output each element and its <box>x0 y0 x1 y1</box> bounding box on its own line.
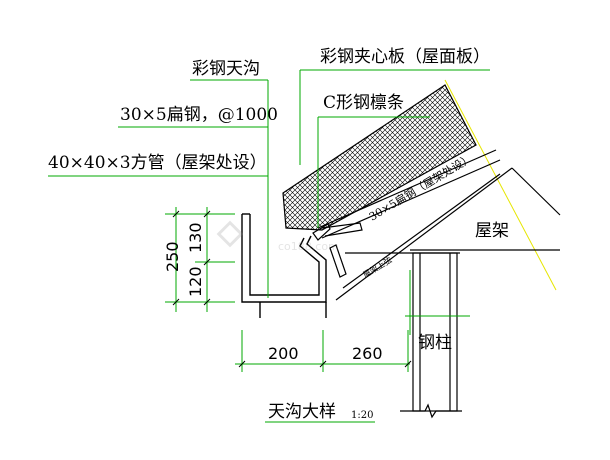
horizontal-dimension <box>235 330 412 372</box>
label-flat-steel: 30×5扁钢，@1000 <box>120 105 278 125</box>
dim-height-total: 250 <box>163 241 182 272</box>
label-c-purlin: C形钢檩条 <box>323 93 404 113</box>
dim-width-left: 200 <box>268 344 299 363</box>
label-square-tube: 40×40×3方管（屋架处设） <box>48 153 267 173</box>
label-truss: 屋架 <box>475 221 509 241</box>
vertical-dimension <box>165 207 235 312</box>
dim-height-upper: 130 <box>186 222 205 253</box>
label-truss-top: 屋架上弦 <box>361 255 394 280</box>
label-sandwich-panel: 彩钢夹心板（屋面板） <box>320 47 490 67</box>
gutter-bracket <box>312 222 363 278</box>
detail-scale: 1:20 <box>351 410 373 421</box>
dim-width-right: 260 <box>352 344 383 363</box>
detail-title: 天沟大样 <box>268 402 336 422</box>
axis-line <box>444 79 557 291</box>
watermark-text: co188.com <box>278 240 339 253</box>
label-column: 钢柱 <box>418 333 452 353</box>
steel-column <box>400 252 462 419</box>
gutter-profile <box>241 213 327 318</box>
truss <box>345 167 561 254</box>
leader-lines <box>48 69 490 423</box>
sandwich-panel <box>282 84 477 231</box>
label-gutter: 彩钢天沟 <box>192 59 260 79</box>
dim-height-lower: 120 <box>186 266 205 297</box>
truss-top-chord <box>317 149 513 301</box>
watermark: co188.com <box>216 220 339 253</box>
